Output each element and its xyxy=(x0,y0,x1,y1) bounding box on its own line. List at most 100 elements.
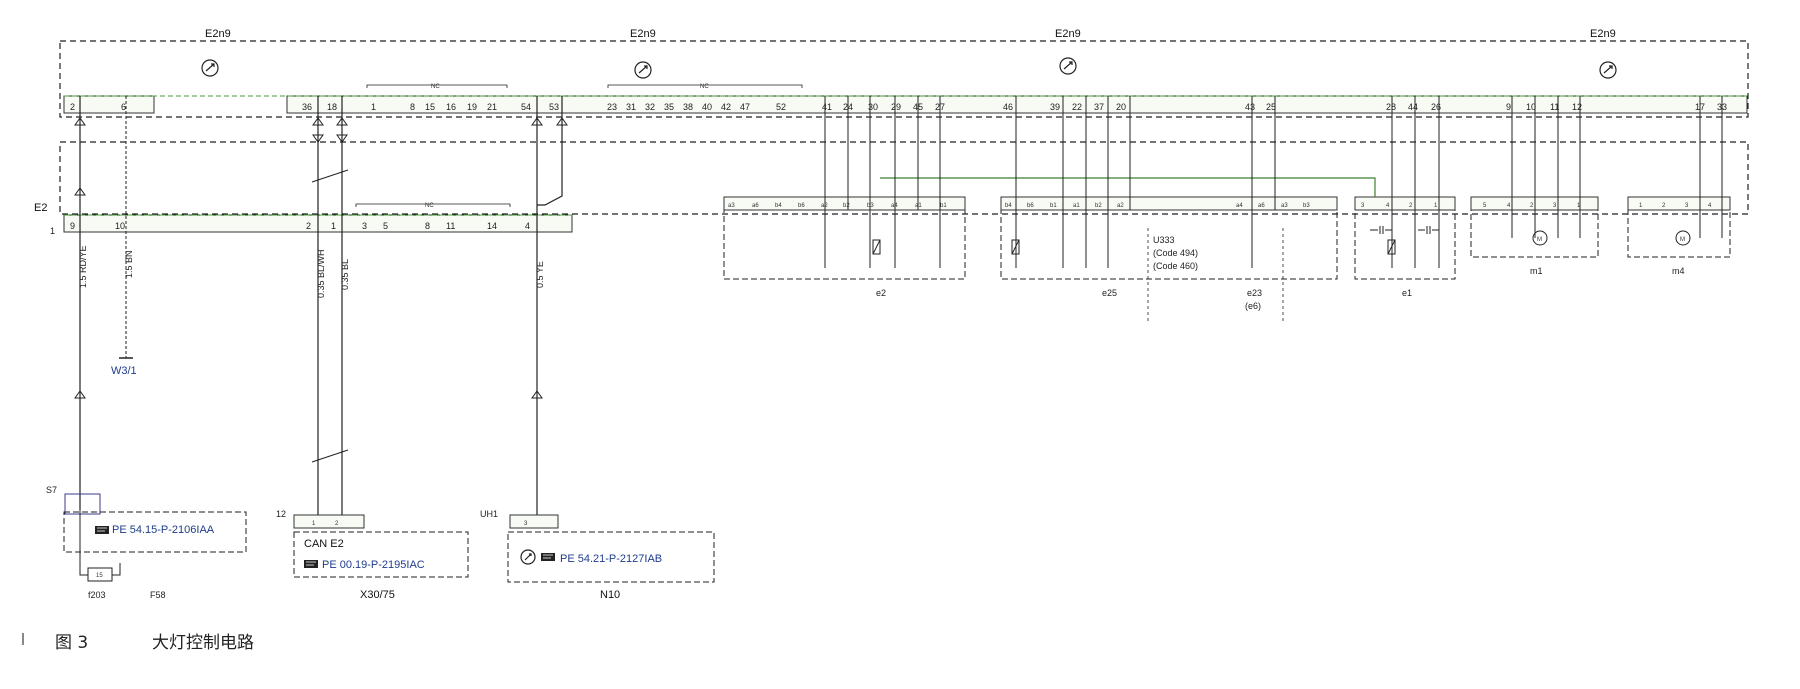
lamp-wires xyxy=(824,96,1723,268)
pin-label: 46 xyxy=(1003,102,1013,112)
s7-ref: PE 54.15-P-2106IAA xyxy=(112,524,215,536)
fuse-value: 15 xyxy=(96,573,103,579)
pin-label: 14 xyxy=(487,221,497,231)
lamp-group-e2-connector xyxy=(723,196,966,211)
pin-label: 31 xyxy=(626,102,636,112)
pin-label: 35 xyxy=(664,102,674,112)
u333-line3: (Code 460) xyxy=(1153,261,1198,271)
lamp-group-e1-connector xyxy=(1354,196,1456,211)
pin-label: 11 xyxy=(1550,102,1559,112)
pin-label: 29 xyxy=(891,102,901,112)
nc-bracket-3 xyxy=(355,203,511,207)
pin-label: 3 xyxy=(362,221,367,231)
pin-label: 12 xyxy=(1572,102,1582,112)
wire-label: 0.5 YE xyxy=(535,261,545,288)
pin-label: 20 xyxy=(1116,102,1126,112)
pin-label: 4 xyxy=(525,221,530,231)
s7-label: S7 xyxy=(46,485,57,495)
n10-ref: PE 54.21-P-2127IAB xyxy=(560,553,662,565)
pin-label: 16 xyxy=(446,102,456,112)
nc-label-2: NC xyxy=(700,84,709,90)
pin-label: 25 xyxy=(1266,102,1276,112)
pin-label: 26 xyxy=(1431,102,1441,112)
uh1-label: UH1 xyxy=(480,509,498,519)
f58-label: F58 xyxy=(150,590,166,600)
control-unit-icon xyxy=(520,549,536,565)
u333-line1: U333 xyxy=(1153,235,1175,245)
fuse-wire xyxy=(79,510,121,576)
pin-label: 39 xyxy=(1050,102,1060,112)
pin-label: 42 xyxy=(721,102,731,112)
pin-label: 18 xyxy=(327,102,337,112)
nc-label-3: NC xyxy=(425,203,434,209)
pin-label: b6 xyxy=(798,203,805,209)
wire-label: 0.35 BL xyxy=(340,259,350,290)
pin-label: 8 xyxy=(425,221,430,231)
motor-label-m4: m4 xyxy=(1672,266,1685,276)
twisted-pair-mark xyxy=(311,169,349,463)
pin-label: 2 xyxy=(335,521,339,527)
bulb-icon xyxy=(872,239,1396,255)
pin-label: 2 xyxy=(1530,203,1534,209)
f58-box xyxy=(63,511,247,553)
e2n9-label-3: E2n9 xyxy=(1055,28,1081,40)
pin-label: a4 xyxy=(1236,203,1243,209)
pin-label: 43 xyxy=(1245,102,1255,112)
lamp-group-label-e23: e23 xyxy=(1247,288,1262,298)
pin-label: a6 xyxy=(1258,203,1265,209)
pin-label: 19 xyxy=(467,102,477,112)
pin-label: 15 xyxy=(425,102,435,112)
pin-label: 9 xyxy=(70,221,75,231)
green-bus-wire xyxy=(880,177,1376,197)
e2n9-label-4: E2n9 xyxy=(1590,28,1616,40)
nc-label-1: NC xyxy=(431,84,440,90)
pin-label: a3 xyxy=(1281,203,1288,209)
pin-label: 36 xyxy=(302,102,312,112)
e2-label: E2 xyxy=(34,202,47,214)
pin-label: 41 xyxy=(822,102,832,112)
figure-caption: 大灯控制电路 xyxy=(152,633,254,653)
nc-bracket-1 xyxy=(366,84,508,88)
pin-label: b4 xyxy=(1005,203,1012,209)
can-pin-label: 12 xyxy=(276,509,286,519)
pin-label: 54 xyxy=(521,102,531,112)
wire-label: 1.5 RD/YE xyxy=(78,245,88,288)
control-unit-icon xyxy=(201,59,219,77)
pin-label: 3 xyxy=(524,521,528,527)
control-unit-icon xyxy=(1599,61,1617,79)
wire-label: 1.5 BN xyxy=(124,250,134,278)
lamp-group-label-e1: e1 xyxy=(1402,288,1412,298)
pin-label: 1 xyxy=(1434,203,1438,209)
pin-label: 3 xyxy=(1553,203,1557,209)
pin-label: 3 xyxy=(1685,203,1689,209)
pin-label: 4 xyxy=(1386,203,1390,209)
lamp-group-label-e25: e25 xyxy=(1102,288,1117,298)
control-unit-icon xyxy=(1059,57,1077,75)
pin-label: 2 xyxy=(70,102,75,112)
pin-label: 2 xyxy=(1409,203,1413,209)
wire-label: 0.35 BL/WH xyxy=(316,249,326,298)
pin-label: 4 xyxy=(1708,203,1712,209)
pin-label: b2 xyxy=(843,203,850,209)
pin-label: 4 xyxy=(1507,203,1511,209)
document-icon xyxy=(95,526,109,534)
pin-label: 11 xyxy=(446,221,455,231)
pin-label: 6 xyxy=(121,102,126,112)
pin-label: 30 xyxy=(868,102,878,112)
pin-label: 1 xyxy=(312,521,316,527)
pin-label: 23 xyxy=(607,102,617,112)
e2n9-module-outline xyxy=(59,40,1749,118)
pin-label: b3 xyxy=(867,203,874,209)
pin-label: 47 xyxy=(740,102,750,112)
e2-row-label: 1 xyxy=(50,226,55,236)
motor-icon: M xyxy=(1532,230,1548,246)
pin-label: 37 xyxy=(1094,102,1104,112)
pin-label: 44 xyxy=(1408,102,1418,112)
svg-text:M: M xyxy=(1537,237,1542,243)
e2n9-connector-box-1 xyxy=(63,95,155,114)
pin-label: a2 xyxy=(1117,203,1124,209)
pin-label: 5 xyxy=(383,221,388,231)
pin-label: b3 xyxy=(1303,203,1310,209)
pin-label: b1 xyxy=(1050,203,1057,209)
n10-label: N10 xyxy=(600,589,620,601)
